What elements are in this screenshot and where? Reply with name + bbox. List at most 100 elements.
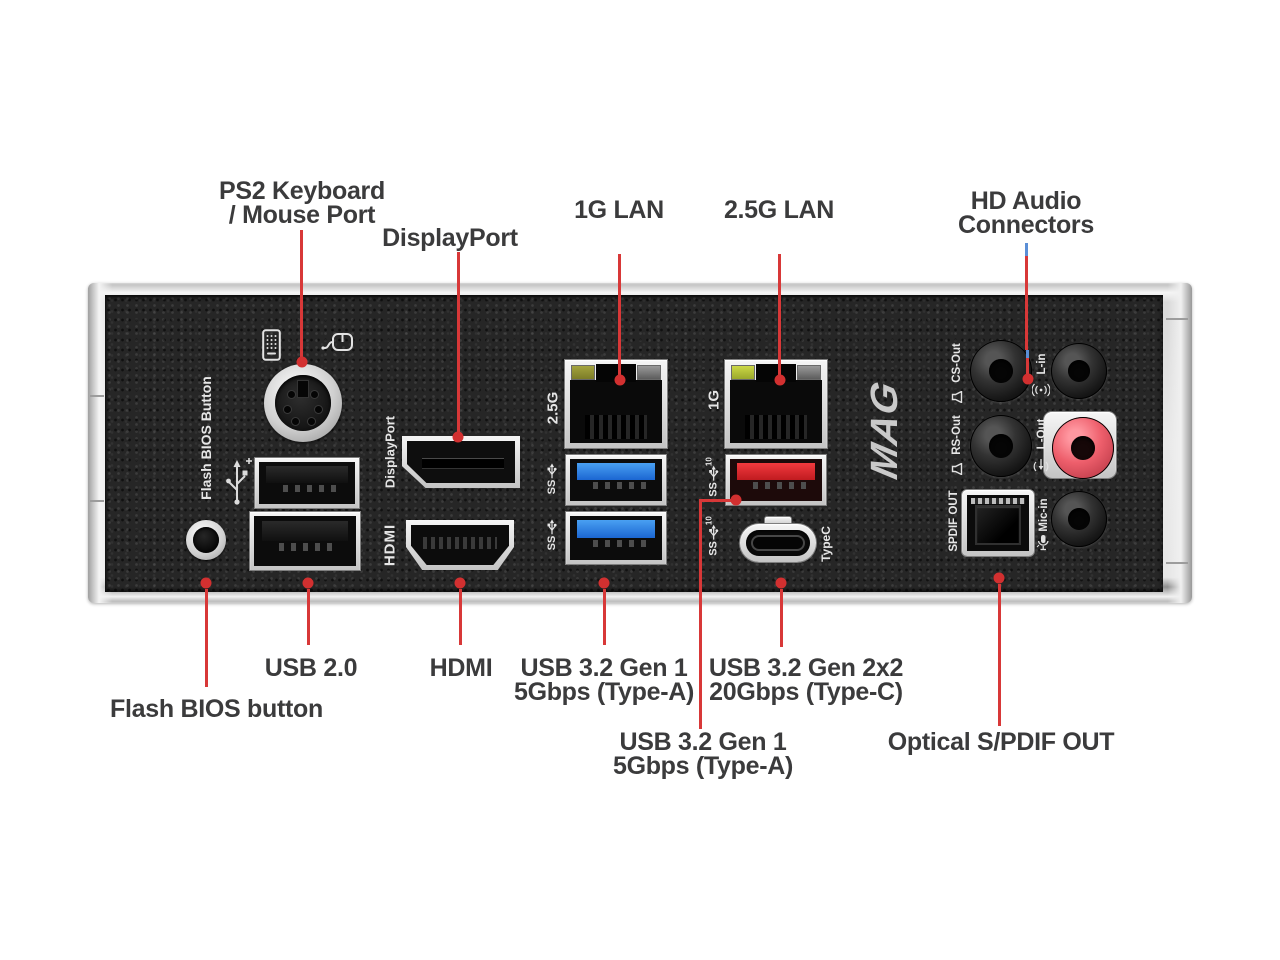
ps2-label-line1: PS2 Keyboard: [219, 177, 385, 205]
mic-in-jack: [1051, 491, 1107, 547]
callout-label-ps2: PS2 Keyboard / Mouse Port: [219, 177, 385, 229]
callout-elbow-usb32-gen1-b: [700, 499, 736, 502]
optical-spdif-port: [962, 490, 1034, 556]
callout-label-displayport: DisplayPort: [382, 224, 518, 252]
lan-led-right: [637, 365, 661, 380]
callout-label-usb32-gen2x2: USB 3.2 Gen 2x2 20Gbps (Type-C): [708, 654, 904, 706]
displayport-port: [402, 436, 520, 488]
callout-line-1g-lan: [618, 254, 621, 376]
callout-line-usb32-gen2x2: [780, 589, 783, 647]
callout-line-usb32-gen1-a: [603, 589, 606, 645]
usb3-5g-icon: SS: [546, 463, 558, 494]
line-out-jack: [1052, 417, 1114, 479]
callout-label-usb20: USB 2.0: [264, 654, 358, 682]
callout-line-optical-spdif: [998, 584, 1001, 726]
usb32-gen2x2-line2: 20Gbps (Type-C): [709, 678, 903, 706]
callout-line-ps2: [300, 230, 303, 358]
callout-dot-usb32-gen1-a: [598, 577, 610, 589]
lan-led-left: [731, 365, 755, 380]
hdmi-panel-label: HDMI: [381, 523, 399, 567]
line-in-icon: [1032, 383, 1050, 397]
usb32-gen1a-line2: 5Gbps (Type-A): [513, 678, 695, 706]
usb32-gen1b-line2: 5Gbps (Type-A): [612, 752, 794, 780]
callout-line-hd-audio-lower: [1026, 358, 1029, 375]
lan-port-1g: [725, 360, 827, 448]
cs-out-label: CS-Out: [951, 343, 963, 383]
hd-audio-label-line2: Connectors: [958, 211, 1094, 239]
usb3-5g-icon: SS: [546, 519, 558, 550]
callout-line-hd-audio: [1025, 256, 1028, 350]
lan-left-panel-label: 2.5G: [544, 391, 562, 425]
callout-line-25g-lan: [778, 254, 781, 376]
lan-port-25g: [565, 360, 667, 448]
callout-label-hdmi: HDMI: [429, 654, 493, 682]
callout-dot-25g-lan: [774, 374, 786, 386]
shield-notch: [90, 500, 104, 502]
line-out-icon: [1032, 458, 1050, 474]
ps2-label-line2: / Mouse Port: [228, 201, 376, 229]
usb-icon: [224, 458, 252, 506]
callout-line-hd-audio-blue-top: [1025, 243, 1028, 256]
callout-dot-1g-lan: [614, 374, 626, 386]
callout-label-optical-spdif: Optical S/PDIF OUT: [887, 728, 1115, 756]
usb-typec-port: [740, 524, 816, 562]
keyboard-icon: [262, 329, 281, 361]
callout-dot-displayport: [452, 431, 464, 443]
callout-line-flash-bios: [205, 589, 208, 687]
flash-bios-button: [186, 520, 226, 560]
speaker-icon: [951, 463, 963, 475]
usb32-gen1b-line1: USB 3.2 Gen 1: [619, 728, 787, 756]
usb2-port-top: [255, 458, 359, 508]
line-in-label: L-in: [1036, 353, 1048, 375]
hd-audio-label-line1: HD Audio: [970, 187, 1082, 215]
usb32-gen2x2-port: [726, 455, 826, 505]
callout-label-25g-lan: 2.5G LAN: [723, 196, 835, 224]
callout-dot-optical-spdif: [993, 572, 1005, 584]
mic-icon: [1036, 534, 1050, 552]
callout-dot-ps2: [296, 356, 308, 368]
flash-bios-panel-label: Flash BIOS Button: [198, 376, 214, 500]
callout-dot-hdmi: [454, 577, 466, 589]
typec-shield-tab: [765, 517, 791, 526]
usb32-gen2x2-line1: USB 3.2 Gen 2x2: [708, 654, 904, 682]
callout-label-usb32-gen1-b: USB 3.2 Gen 1 5Gbps (Type-A): [612, 728, 794, 780]
usb32-gen1-port-bottom: [566, 512, 666, 564]
usb3-10g-icon: SS10: [704, 457, 720, 497]
callout-line-hdmi: [459, 589, 462, 645]
usb2-port-bottom: [250, 512, 360, 570]
speaker-icon: [951, 391, 963, 403]
usb3-10g-icon: SS10: [704, 516, 720, 556]
callout-line-usb20: [307, 589, 310, 645]
shield-notch: [1166, 318, 1188, 320]
callout-line-usb32-gen1-b: [699, 499, 702, 729]
callout-line-displayport: [457, 252, 460, 433]
rs-out-label: RS-Out: [951, 415, 963, 455]
callout-dot-usb32-gen2x2: [775, 577, 787, 589]
usb32-gen1a-line1: USB 3.2 Gen 1: [520, 654, 688, 682]
callout-line-hd-audio-blue-mid: [1026, 350, 1029, 358]
rs-out-jack: [970, 415, 1032, 477]
lan-led-left: [571, 365, 595, 380]
callout-dot-hd-audio: [1022, 373, 1034, 385]
line-in-jack: [1051, 343, 1107, 399]
callout-label-1g-lan: 1G LAN: [574, 196, 664, 224]
shield-notch: [90, 395, 104, 397]
mic-in-label: Mic-in: [1038, 498, 1050, 532]
callout-label-usb32-gen1-a: USB 3.2 Gen 1 5Gbps (Type-A): [513, 654, 695, 706]
line-out-label: L-Out: [1036, 418, 1048, 450]
ps2-port: [264, 364, 342, 442]
lan-right-panel-label: 1G: [705, 389, 723, 411]
shield-notch: [1166, 562, 1188, 564]
spdif-out-label: SPDIF OUT: [948, 490, 960, 552]
usb32-gen1-port-top: [566, 455, 666, 505]
cs-out-jack: [970, 340, 1032, 402]
mouse-icon: [320, 332, 354, 358]
hdmi-port: [406, 520, 514, 570]
lan-led-right: [797, 365, 821, 380]
callout-dot-usb20: [302, 577, 314, 589]
displayport-panel-label: DisplayPort: [382, 415, 398, 489]
typec-panel-label: TypeC: [819, 526, 833, 562]
callout-label-hd-audio: HD Audio Connectors: [958, 187, 1094, 239]
callout-label-flash-bios: Flash BIOS button: [110, 695, 323, 723]
mag-brand-logo: MAG: [863, 377, 906, 483]
